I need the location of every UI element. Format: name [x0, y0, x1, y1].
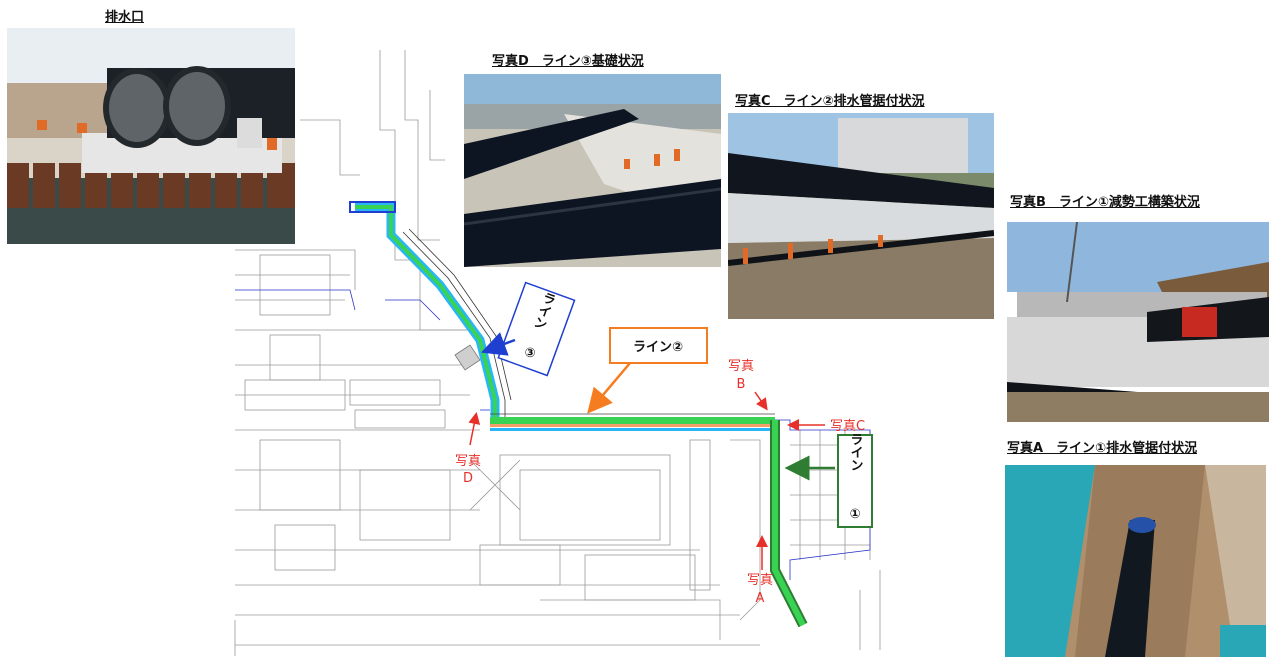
svg-text:写真: 写真 [455, 454, 481, 469]
line-1-label-box: ライン ① [837, 433, 873, 528]
outfall-photo [7, 28, 295, 244]
svg-text:A: A [756, 591, 765, 606]
marker-photo-c: 写真C [787, 419, 865, 434]
marker-photo-d: 写真 D [455, 412, 481, 486]
marker-photo-a: 写真 A [747, 535, 773, 606]
line-1-number: ① [849, 507, 860, 522]
svg-text:写真: 写真 [728, 359, 754, 374]
photo-a [1005, 465, 1266, 657]
line-1-label: ライン [848, 433, 864, 472]
line-2-arrow [587, 362, 631, 414]
line-2-label-box: ライン② [609, 327, 708, 364]
svg-text:写真C: 写真C [830, 419, 865, 434]
photo-d-caption: 写真D ライン③基礎状況 [492, 54, 644, 69]
line-3-arrow [480, 332, 516, 356]
pipe-line-3 [349, 201, 512, 420]
tank-structure [454, 344, 481, 371]
marker-photo-b: 写真 B [728, 359, 768, 411]
photo-c-caption: 写真C ライン②排水管据付状況 [735, 94, 925, 109]
photo-b [1007, 222, 1269, 422]
photo-b-caption: 写真B ライン①減勢工構築状況 [1010, 195, 1200, 210]
line-3-number: ③ [524, 346, 535, 361]
svg-text:B: B [737, 377, 746, 392]
photo-c [728, 113, 994, 319]
pipe-line-2 [490, 413, 775, 431]
photo-a-caption: 写真A ライン①排水管据付状況 [1007, 441, 1198, 456]
svg-text:写真: 写真 [747, 573, 773, 588]
pipe-line-1 [770, 420, 808, 628]
svg-text:D: D [463, 471, 473, 486]
plan-linework [234, 50, 881, 656]
line-3-label-box: ライン ③ [497, 281, 576, 377]
photo-d [464, 74, 721, 267]
line-2-label: ライン② [633, 340, 683, 355]
outfall-caption: 排水口 [105, 10, 145, 25]
